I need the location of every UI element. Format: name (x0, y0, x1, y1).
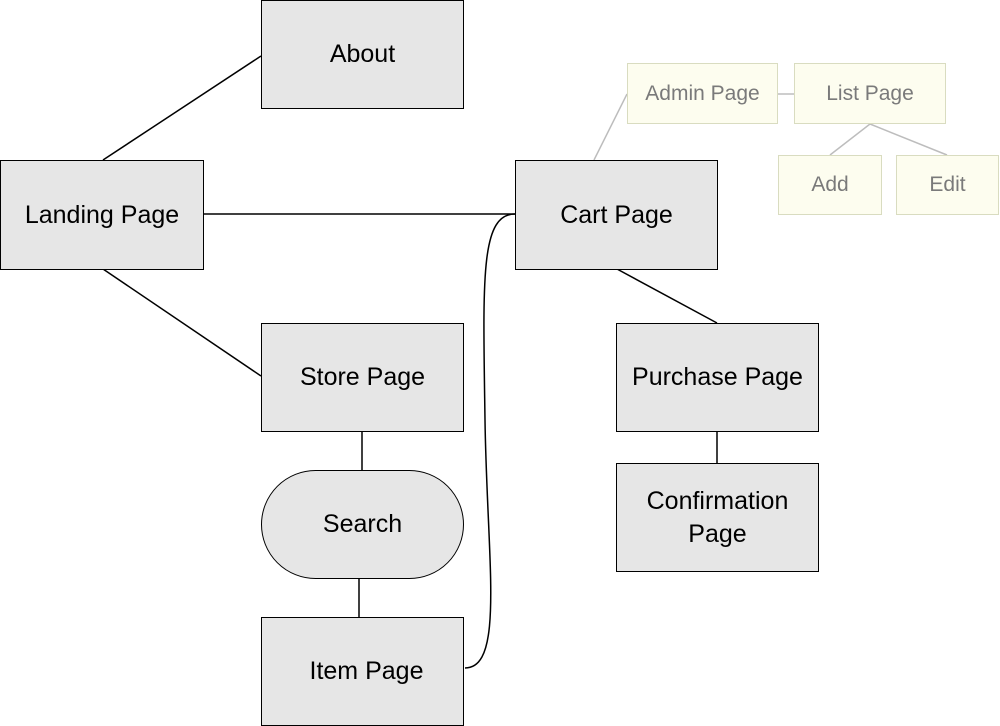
admin-page-node: Admin Page (627, 63, 778, 124)
edge-cart-purchase (616, 268, 718, 324)
edit-node: Edit (896, 155, 999, 215)
landing-page-node: Landing Page (0, 160, 204, 270)
confirmation-page-node: Confirmation Page (616, 463, 819, 572)
edit-label: Edit (929, 173, 966, 197)
confirmation-label-line2: Page (688, 519, 747, 548)
store-label: Store Page (299, 363, 426, 392)
item-label: Item Page (309, 657, 424, 686)
landing-label: Landing Page (24, 200, 180, 229)
list-page-node: List Page (794, 63, 946, 124)
list-label: List Page (826, 81, 914, 105)
edge-list-add (829, 123, 871, 156)
item-page-node: Item Page (261, 617, 464, 726)
edge-landing-about (102, 55, 262, 161)
search-label: Search (322, 510, 403, 539)
edge-cart-admin (593, 93, 628, 161)
add-node: Add (778, 155, 882, 215)
cart-page-node: Cart Page (515, 160, 718, 270)
about-page-node: About (261, 0, 464, 109)
store-page-node: Store Page (261, 323, 464, 432)
purchase-label: Purchase Page (632, 363, 803, 392)
confirmation-label-line1: Confirmation (646, 487, 789, 515)
search-node: Search (261, 470, 464, 579)
purchase-page-node: Purchase Page (616, 323, 819, 432)
admin-label: Admin Page (645, 81, 760, 105)
cart-label: Cart Page (560, 200, 673, 229)
edge-list-edit (869, 123, 948, 156)
add-label: Add (811, 173, 849, 197)
edge-landing-store (102, 268, 262, 377)
about-label: About (329, 40, 396, 69)
edge-item-cart (464, 213, 516, 669)
